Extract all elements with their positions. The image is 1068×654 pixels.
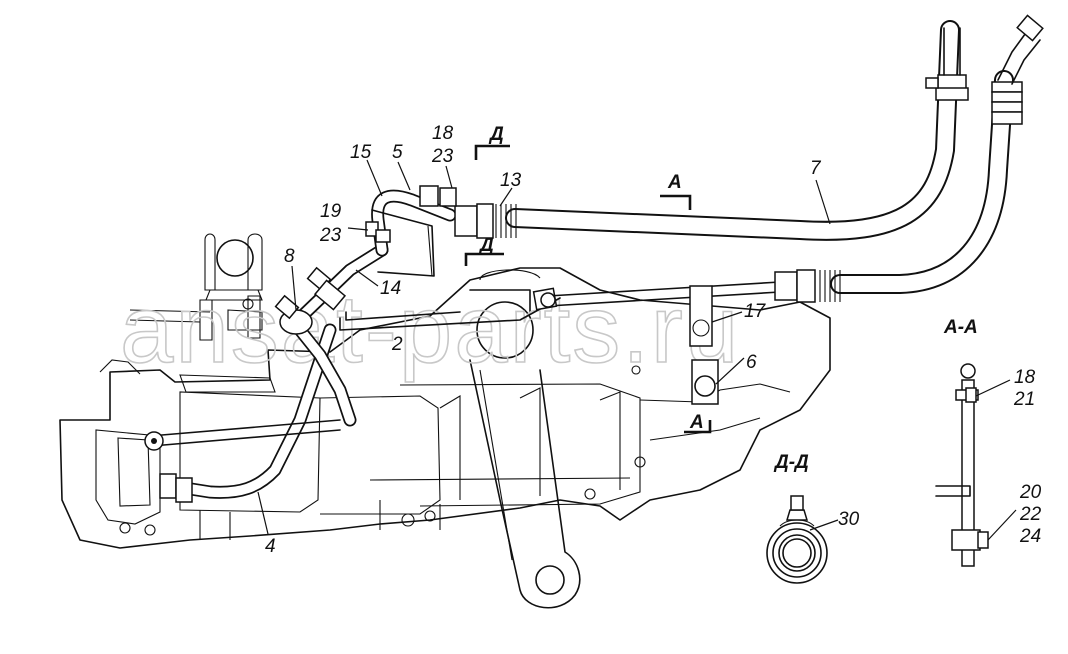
pipe-item-14 [293, 189, 457, 325]
svg-text:А-А: А-А [943, 317, 978, 338]
high-pressure-hose-upper [505, 20, 960, 241]
steering-shaft-boss [469, 269, 541, 359]
callout-24: 24 [1019, 526, 1041, 547]
callout-23-top: 23 [431, 146, 454, 167]
callout-23-left: 23 [319, 225, 342, 246]
svg-text:Д: Д [478, 235, 494, 256]
hose-coupling-lower [774, 269, 841, 303]
steering-gear-housing [59, 233, 831, 549]
pitman-arm [469, 359, 581, 609]
lower-fitting-item-4 [159, 473, 193, 503]
section-view-d-d: Д-Д [766, 452, 828, 584]
section-view-a-a: А-А [935, 317, 989, 567]
callout-7: 7 [810, 158, 822, 179]
callout-20: 20 [1019, 482, 1042, 503]
svg-text:А: А [667, 172, 682, 193]
callout-labels: 15 5 18 23 19 23 8 14 13 7 17 2 6 4 30 1… [265, 123, 1042, 557]
banjo-fitting-item-8 [274, 266, 347, 335]
return-hose-lower [830, 70, 1014, 294]
callout-22: 22 [1019, 504, 1042, 525]
bracket-item-6 [691, 359, 719, 405]
section-marker-d-mid: Д [464, 235, 504, 266]
callout-14: 14 [380, 278, 401, 299]
hose-coupling-item-13 [419, 185, 517, 239]
callout-18-top: 18 [432, 123, 454, 144]
clip-item-17 [689, 285, 713, 347]
callout-15: 15 [350, 142, 372, 163]
callout-17: 17 [744, 301, 767, 322]
banjo-fitting-item-19 [365, 221, 391, 243]
union-fitting-left-valve [532, 287, 558, 311]
callout-4: 4 [265, 536, 276, 557]
callout-6: 6 [746, 352, 757, 373]
section-marker-a-top: А [660, 172, 692, 210]
callout-13: 13 [500, 170, 522, 191]
section-marker-d-top: Д [474, 124, 510, 160]
hose-end-fittings-top [925, 14, 1044, 125]
bracket-item-5 [371, 209, 435, 277]
callout-2: 2 [391, 334, 403, 355]
site-watermark: ansat-parts.ru [120, 276, 740, 383]
pipe-cross-left [144, 419, 341, 451]
callout-leaders [257, 159, 1017, 541]
section-marker-a-bottom: А [684, 412, 712, 434]
callout-19: 19 [320, 201, 342, 222]
callout-21: 21 [1013, 389, 1035, 410]
callout-8: 8 [284, 246, 295, 267]
callout-5: 5 [392, 142, 403, 163]
callout-30: 30 [838, 509, 860, 530]
callout-18-aa: 18 [1014, 367, 1036, 388]
svg-text:Д: Д [488, 124, 504, 145]
svg-text:Д-Д: Д-Д [773, 452, 809, 473]
pipe-to-hose-coupling [547, 281, 781, 307]
svg-text:А: А [689, 412, 704, 433]
